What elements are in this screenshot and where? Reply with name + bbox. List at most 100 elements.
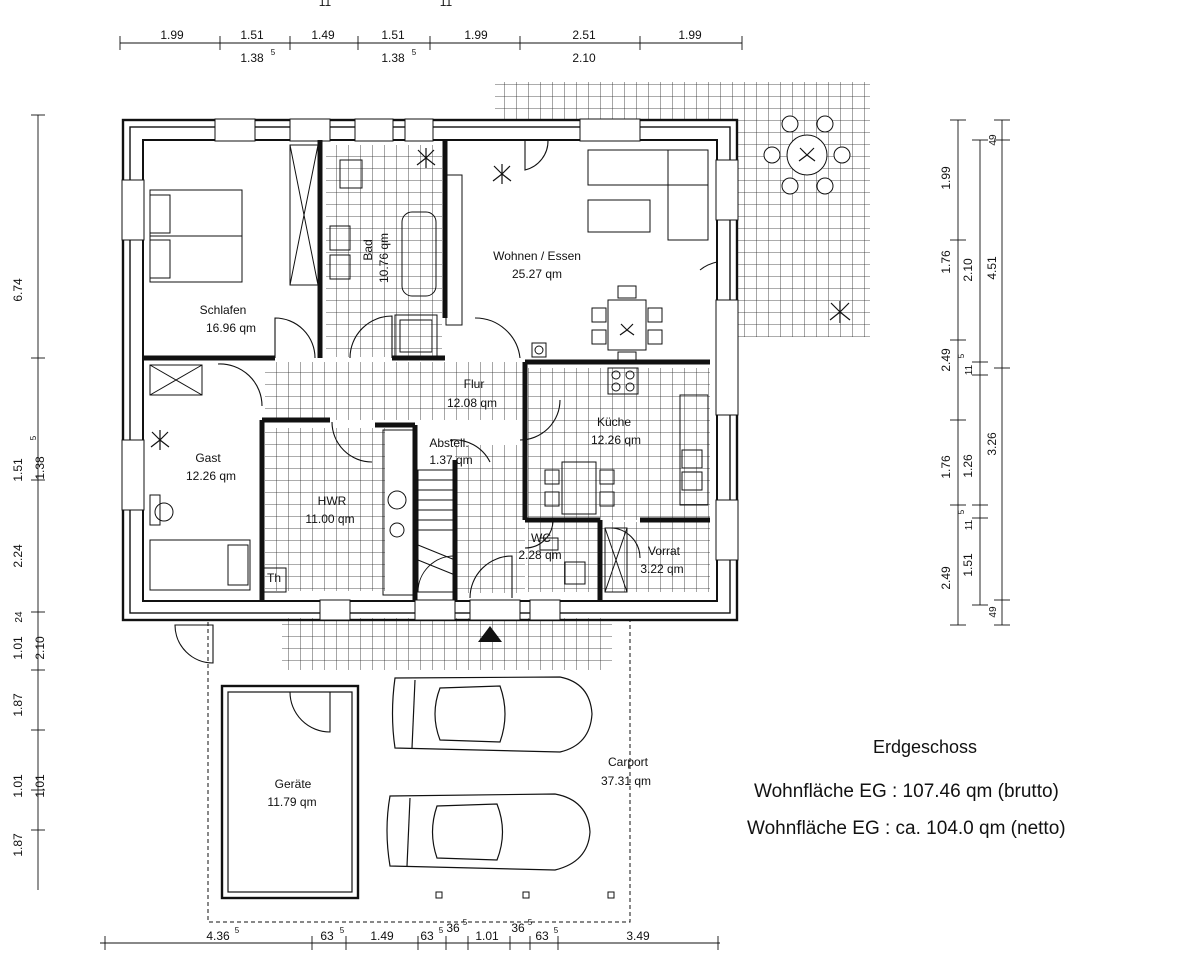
dim-label: 1.87 (11, 833, 25, 857)
living-area-net: Wohnfläche EG : ca. 104.0 qm (netto) (747, 818, 1066, 839)
dim-label: 1.38 (33, 456, 47, 480)
dim-label: 63 (320, 929, 334, 943)
room-area: 3.22 qm (640, 562, 683, 576)
dim-label-sup: 5 (29, 435, 38, 440)
dim-label: 1.51 (240, 28, 264, 42)
plant-icon (150, 430, 170, 450)
wardrobe (289, 144, 319, 286)
dim-label: 49 (988, 134, 999, 146)
room-area: 12.26 qm (591, 433, 641, 447)
furniture (149, 115, 851, 596)
dim-label: 36 (446, 921, 460, 935)
dim-label: 1.99 (678, 28, 702, 42)
room-name: WC (531, 531, 551, 545)
room-area: 25.27 qm (512, 267, 562, 281)
dim-label-sup: 5 (412, 48, 417, 57)
dim-label: 2.24 (11, 544, 25, 568)
room-area: 16.96 qm (206, 321, 256, 335)
dim-label: 2.49 (939, 348, 953, 372)
dim-label: 1.99 (939, 166, 953, 190)
living-area-gross: Wohnfläche EG : 107.46 qm (brutto) (754, 781, 1059, 802)
dimensions-bottom: 4.36 5 63 5 1.49 63 5 36 5 1.01 36 5 63 … (206, 918, 650, 943)
entrance-tiles (282, 618, 612, 670)
dim-label: 1.99 (160, 28, 184, 42)
room-name: Bad (361, 239, 375, 260)
wc-tiles (528, 522, 600, 592)
dimension-lines (31, 36, 1010, 950)
dim-label: 1.51 (381, 28, 405, 42)
dim-label: 1.01 (475, 929, 499, 943)
dim-label-sup: 5 (528, 918, 533, 927)
room-name: Wohnen / Essen (493, 249, 581, 263)
dim-label: 4.51 (985, 256, 999, 280)
hwr-tiles (265, 428, 385, 591)
dim-label: 2.51 (572, 28, 596, 42)
dim-label: 1.51 (11, 458, 25, 482)
room-area: 12.08 qm (447, 396, 497, 410)
dining-table (607, 299, 647, 351)
dim-label: 63 (535, 929, 549, 943)
dim-label: 2.10 (961, 258, 975, 282)
dim-label-sup: 5 (439, 926, 444, 935)
corridor-tiles (455, 445, 525, 593)
room-name: Vorrat (648, 544, 681, 558)
dim-label: 11 (964, 364, 975, 375)
tiled-floors (265, 82, 870, 670)
room-wc: WC 2.28 qm (518, 531, 561, 562)
bed-gast (149, 539, 251, 591)
room-kueche: Küche 12.26 qm (591, 415, 641, 447)
kitchen-counter (679, 394, 709, 506)
dim-label: 1.87 (11, 693, 25, 717)
floor-title: Erdgeschoss (873, 737, 978, 757)
room-geraete: Geräte 11.79 qm (267, 777, 316, 809)
shower (394, 314, 438, 358)
room-area: 11.00 qm (305, 512, 354, 526)
dim-label: 1.01 (11, 636, 25, 660)
dim-label-sup: 5 (957, 353, 966, 358)
room-area: 37.31 qm (601, 774, 651, 788)
storage-tiles (600, 522, 710, 592)
car-icon (386, 793, 591, 871)
dim-label: 1.38 (240, 51, 264, 65)
dim-label: 11 (964, 519, 975, 530)
dim-label: 2.10 (572, 51, 596, 65)
sink-bad-1 (329, 225, 351, 251)
room-area: 2.28 qm (518, 548, 561, 562)
room-name: Geräte (275, 777, 312, 791)
dim-label: 1.51 (961, 553, 975, 577)
room-area: 10.76 qm (377, 233, 391, 283)
desk-gast (149, 494, 161, 526)
room-flur: Flur 12.08 qm (447, 377, 497, 410)
dim-label: 1.49 (370, 929, 394, 943)
dimensions-top: 1.99 1.51 1.49 1.51 1.99 2.51 1.99 1.38 … (160, 0, 702, 65)
dim-label: 49 (988, 606, 999, 618)
dim-label: 24 (14, 611, 25, 623)
toilet-bad (339, 159, 363, 189)
room-name: Flur (464, 377, 485, 391)
room-wohnen: Wohnen / Essen 25.27 qm (493, 249, 581, 281)
entrance-arrow-icon (478, 626, 502, 642)
plant-icons (150, 147, 851, 450)
room-vorrat: Vorrat 3.22 qm (640, 544, 683, 576)
stairs (417, 469, 456, 593)
carport-structure (207, 619, 631, 923)
dim-label-sup: 5 (271, 48, 276, 57)
dim-label-sup: 5 (340, 926, 345, 935)
room-hwr: HWR 11.00 qm (305, 494, 354, 526)
room-labels: Schlafen 16.96 qm Bad 10.76 qm Wohnen / … (186, 233, 684, 809)
dim-label: 3.26 (985, 432, 999, 456)
room-th-label: Th (267, 571, 281, 585)
plant-icon (829, 301, 851, 323)
bathtub (401, 211, 437, 297)
dim-label: 1.01 (33, 774, 47, 798)
dim-label-sup: 5 (957, 509, 966, 514)
plant-icon (416, 148, 436, 168)
sofa (587, 149, 709, 186)
plant-icon (492, 164, 512, 184)
dimensions-left: 6.74 1.51 1.38 5 2.24 24 1.01 2.10 1.87 … (11, 278, 47, 857)
terrace-tiles-side (738, 82, 870, 337)
dim-label: 6.74 (11, 278, 25, 302)
room-area: 11.79 qm (267, 795, 316, 809)
window-openings (121, 118, 739, 621)
